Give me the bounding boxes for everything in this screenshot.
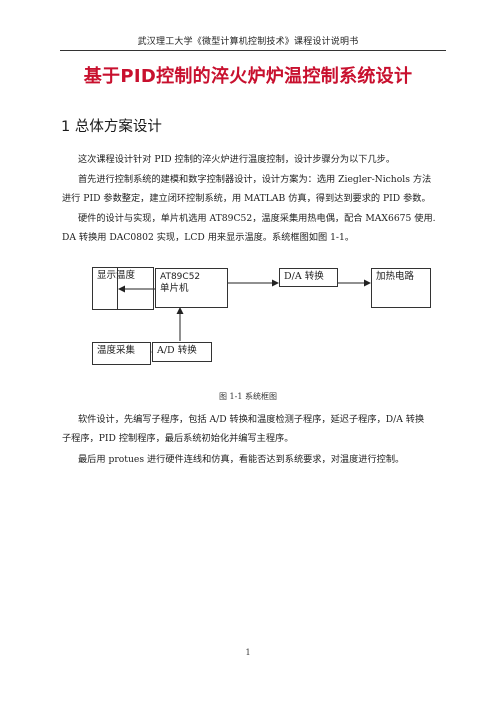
display-temperature-box: 显示温度	[92, 267, 154, 310]
mcu-name-label: 单片机	[160, 283, 189, 294]
paragraph-2-line-1: 首先进行控制系统的建模和数字控制器设计，设计方案为：选用 Ziegler-Nic…	[78, 174, 432, 185]
paragraph-1-line-1: 这次课程设计针对 PID 控制的淬火炉进行温度控制，设计步骤分为以下几步。	[78, 154, 396, 165]
figure-caption: 图 1-1 系统框图	[219, 392, 277, 401]
heating-circuit-label: 加热电路	[376, 271, 415, 282]
display-temperature-label: 显示温度	[97, 270, 136, 281]
da-converter-label: D/A 转换	[284, 271, 324, 282]
temperature-sampling-label: 温度采集	[97, 345, 136, 356]
document-title: 基于PID控制的淬火炉炉温控制系统设计	[83, 66, 413, 87]
da-converter-box: D/A 转换	[279, 268, 338, 287]
ad-converter-label: A/D 转换	[157, 345, 197, 356]
paragraph-5-line-1: 最后用 protues 进行硬件连线和仿真，看能否达到系统要求，对温度进行控制。	[78, 454, 405, 465]
mcu-box: AT89C52 单片机	[155, 268, 228, 308]
temperature-sampling-box: 温度采集	[92, 342, 151, 365]
paragraph-3-line-1: 硬件的设计与实现，单片机选用 AT89C52，温度采集用热电偶，配合 MAX66…	[78, 213, 436, 224]
heating-circuit-box: 加热电路	[371, 268, 431, 308]
mcu-model-label: AT89C52	[160, 272, 201, 282]
paragraph-2-line-2: 进行 PID 参数整定，建立闭环控制系统，用 MATLAB 仿真，得到达到要求的…	[62, 193, 431, 204]
paragraph-4-line-2: 子程序，PID 控制程序，最后系统初始化并编写主程序。	[62, 433, 294, 444]
header-rule	[60, 50, 446, 51]
paragraph-3-line-2: DA 转换用 DAC0802 实现，LCD 用来显示温度。系统框图如图 1-1。	[62, 232, 355, 243]
page-number: 1	[245, 648, 251, 657]
ad-converter-box: A/D 转换	[152, 342, 212, 362]
section-heading: 1 总体方案设计	[61, 119, 162, 135]
paragraph-4-line-1: 软件设计，先编写子程序，包括 A/D 转换和温度检测子程序，延迟子程序，D/A …	[78, 414, 425, 425]
page-header: 武汉理工大学《微型计算机控制技术》课程设计说明书	[137, 37, 359, 47]
